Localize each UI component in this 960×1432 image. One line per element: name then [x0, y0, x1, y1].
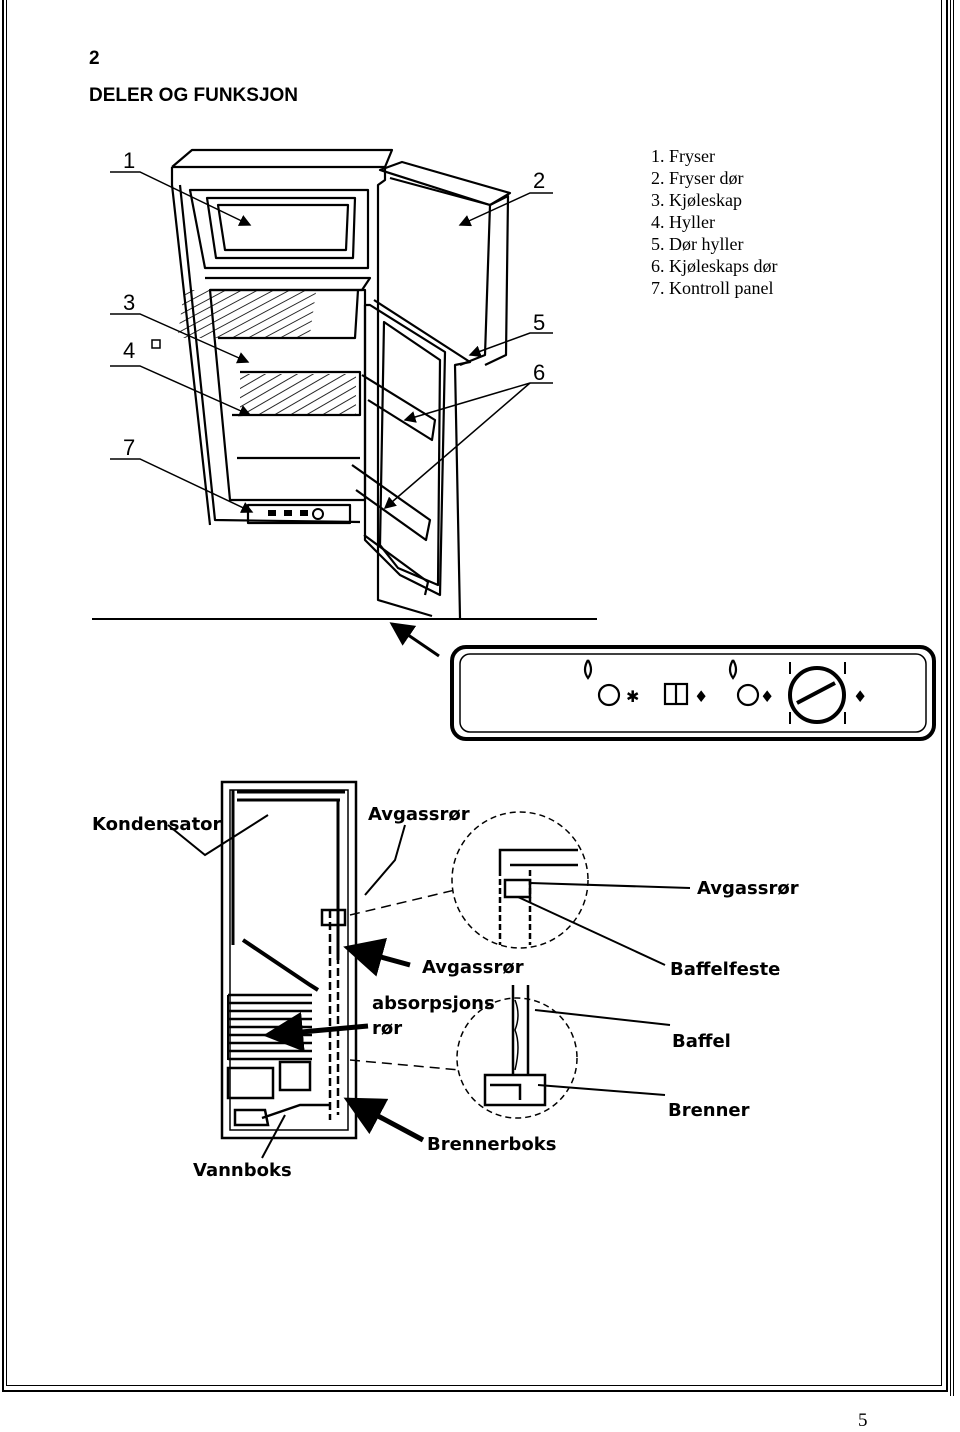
parts-legend: 1. Fryser 2. Fryser dør 3. Kjøleskap 4. …	[651, 145, 777, 299]
legend-item-hyller: 4. Hyller	[651, 212, 715, 232]
label-absorpsjons: absorpsjons	[372, 993, 495, 1014]
snowflake-icon: ✱	[626, 687, 639, 706]
thermo-icon-3: ♦	[853, 687, 867, 706]
legend-item-fryser-dor: 2. Fryser dør	[651, 168, 744, 188]
flame-icon	[583, 659, 593, 680]
callout-3: 3	[123, 290, 135, 315]
legend-item-dor-hyller: 5. Dør hyller	[651, 234, 744, 254]
section-title: DELER OG FUNKSJON	[89, 85, 299, 106]
legend-item-kontroll-panel: 7. Kontroll panel	[651, 278, 774, 298]
legend-item-kjoleskap: 3. Kjøleskap	[651, 190, 742, 210]
label-avgassror-top: Avgassrør	[368, 804, 470, 825]
thermo-icon-1: ♦	[694, 687, 708, 706]
control-panel-closeup: ✱ ♦ ♦ ♦	[389, 622, 936, 741]
rear-leaders	[167, 814, 691, 1159]
right-margin-rule	[950, 0, 954, 1396]
leader-lines	[110, 171, 553, 513]
detail-contents	[483, 848, 578, 1107]
panel-pointer-arrow	[389, 622, 440, 658]
callout-4-square	[151, 339, 161, 349]
shelf-hatching	[177, 290, 356, 414]
label-kondensator: Kondensator	[92, 814, 222, 835]
callout-4: 4	[123, 338, 135, 363]
callout-6: 6	[533, 360, 545, 385]
label-brennerboks: Brennerboks	[427, 1134, 556, 1155]
thermostat-knob	[788, 666, 846, 724]
legend-item-kjoleskaps-dor: 6. Kjøleskaps dør	[651, 256, 778, 276]
label-vannboks: Vannboks	[193, 1160, 292, 1181]
legend-item-fryser: 1. Fryser	[651, 146, 715, 166]
callout-1: 1	[123, 148, 135, 173]
flame-icon-2	[728, 659, 738, 680]
detail-circles	[349, 811, 589, 1119]
ignition-button	[597, 683, 621, 707]
label-brenner: Brenner	[668, 1100, 750, 1121]
page-border	[2, 0, 948, 1392]
page-number: 5	[858, 1410, 868, 1431]
label-baffel: Baffel	[672, 1031, 731, 1052]
callout-5: 5	[533, 310, 545, 335]
section-number: 2	[89, 48, 100, 69]
thermo-icon-2: ♦	[760, 687, 774, 706]
callout-7: 7	[123, 435, 135, 460]
label-ror: rør	[372, 1018, 402, 1039]
callout-2: 2	[533, 168, 545, 193]
rear-view-drawing	[220, 780, 358, 1140]
label-avgassror-right: Avgassrør	[697, 878, 799, 899]
label-baffelfeste: Baffelfeste	[670, 959, 780, 980]
gas-button	[736, 683, 760, 707]
page-inner-border	[6, 0, 942, 1386]
fridge-panel-marks	[268, 508, 324, 520]
label-avgassror-mid: Avgassrør	[422, 957, 524, 978]
